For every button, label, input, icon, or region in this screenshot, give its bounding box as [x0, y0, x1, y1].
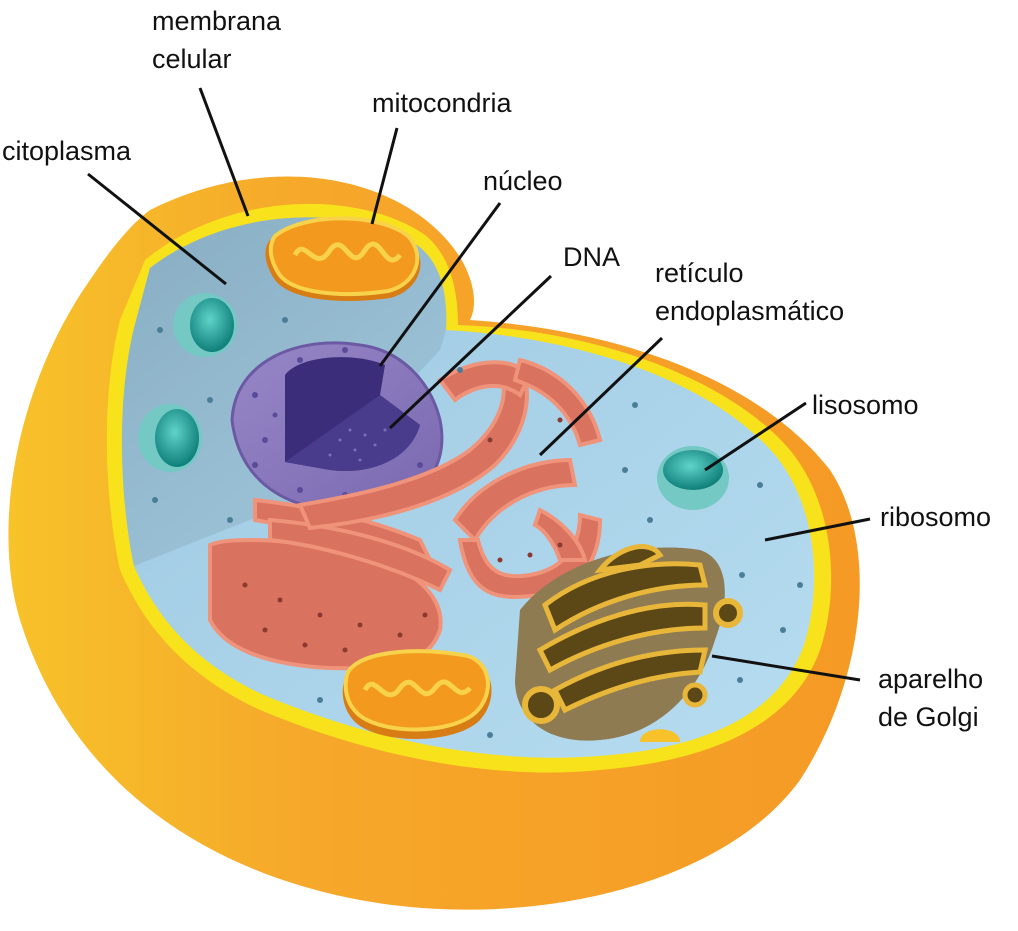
label-nucleo: núcleo [483, 166, 563, 196]
leader-mitocondria [370, 127, 399, 225]
leader-lines [87, 87, 871, 682]
leader-nucleo [378, 202, 502, 367]
label-aparelho-de-golgi: aparelho de Golgi [878, 660, 983, 736]
label-mitocondria: mitocondria [372, 88, 512, 118]
label-reticulo-line1: retículo [655, 258, 744, 288]
label-golgi-line2: de Golgi [878, 702, 979, 732]
leader-lisosomo [704, 401, 807, 472]
leader-golgi [711, 654, 861, 682]
label-dna: DNA [563, 242, 621, 272]
lysosome-left-top [173, 293, 237, 357]
mitochondrion-bottom [342, 649, 492, 740]
mitochondrion-top [265, 216, 421, 301]
leader-citoplasma [87, 172, 227, 286]
nucleus [230, 341, 444, 513]
leader-membrana [198, 87, 250, 217]
label-golgi-line1: aparelho [878, 664, 984, 694]
leader-ribosomo [764, 517, 871, 542]
label-reticulo-line2: endoplasmático [655, 296, 845, 326]
free-ribosomes [152, 317, 803, 738]
label-reticulo-endoplasmatico: retículo endoplasmático [655, 254, 844, 330]
leader-reticulo [538, 336, 664, 457]
label-lisosomo: lisosomo [812, 390, 919, 420]
leader-dna [388, 274, 553, 430]
lysosome-right [657, 446, 729, 510]
label-ribosomo: ribosomo [880, 502, 992, 532]
label-membrana-line2: celular [152, 44, 232, 74]
endoplasmic-reticulum [208, 357, 603, 671]
golgi-apparatus [515, 544, 743, 742]
lysosome-left-bottom [138, 404, 202, 472]
label-membrana-celular: membrana celular [152, 2, 281, 78]
label-citoplasma: citoplasma [2, 136, 132, 166]
label-membrana-line1: membrana [152, 6, 282, 36]
